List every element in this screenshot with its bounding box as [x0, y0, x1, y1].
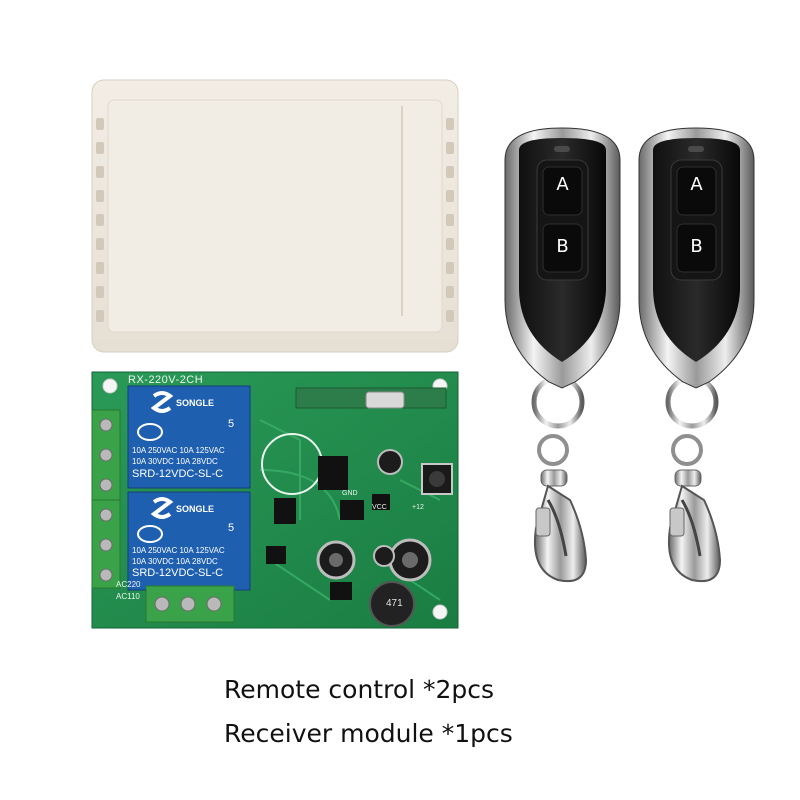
inductor-label: 471 — [386, 598, 403, 609]
receiver-board — [91, 371, 459, 629]
relay-2-rating-1: 10A 250VAC 10A 125VAC — [132, 546, 225, 555]
board-label: RX-220V-2CH — [128, 374, 204, 386]
relay-1-model: SRD-12VDC-SL-C — [132, 468, 224, 480]
pin-label-12: +12 — [412, 504, 424, 511]
remote-2-button-b: B — [690, 236, 703, 257]
caption-receiver-module: Receiver module *1pcs — [224, 719, 513, 748]
relay-1-rating-2: 10A 30VDC 10A 28VDC — [132, 457, 218, 466]
relay-2-rating-2: 10A 30VDC 10A 28VDC — [132, 557, 218, 566]
receiver-enclosure — [91, 79, 459, 353]
relay-2-model: SRD-12VDC-SL-C — [132, 567, 224, 579]
relay-1-mark: 5 — [228, 418, 235, 430]
relay-1-rating-1: 10A 250VAC 10A 125VAC — [132, 446, 225, 455]
relay-2-brand: SONGLE — [176, 504, 215, 514]
relay-1-brand: SONGLE — [176, 398, 215, 408]
pin-label-vcc: VCC — [372, 504, 387, 511]
relay-2-mark: 5 — [228, 522, 235, 534]
remote-1-button-b: B — [556, 236, 569, 257]
pin-label-ac220: AC220 — [116, 580, 141, 589]
remote-2-button-a: A — [690, 174, 703, 195]
remote-1-button-a: A — [556, 174, 569, 195]
caption-remote-control: Remote control *2pcs — [224, 675, 495, 704]
remote-control-2 — [638, 127, 755, 582]
pin-label-ac110: AC110 — [116, 592, 140, 601]
remote-control-1 — [504, 127, 621, 582]
pin-label-gnd: GND — [342, 490, 358, 497]
